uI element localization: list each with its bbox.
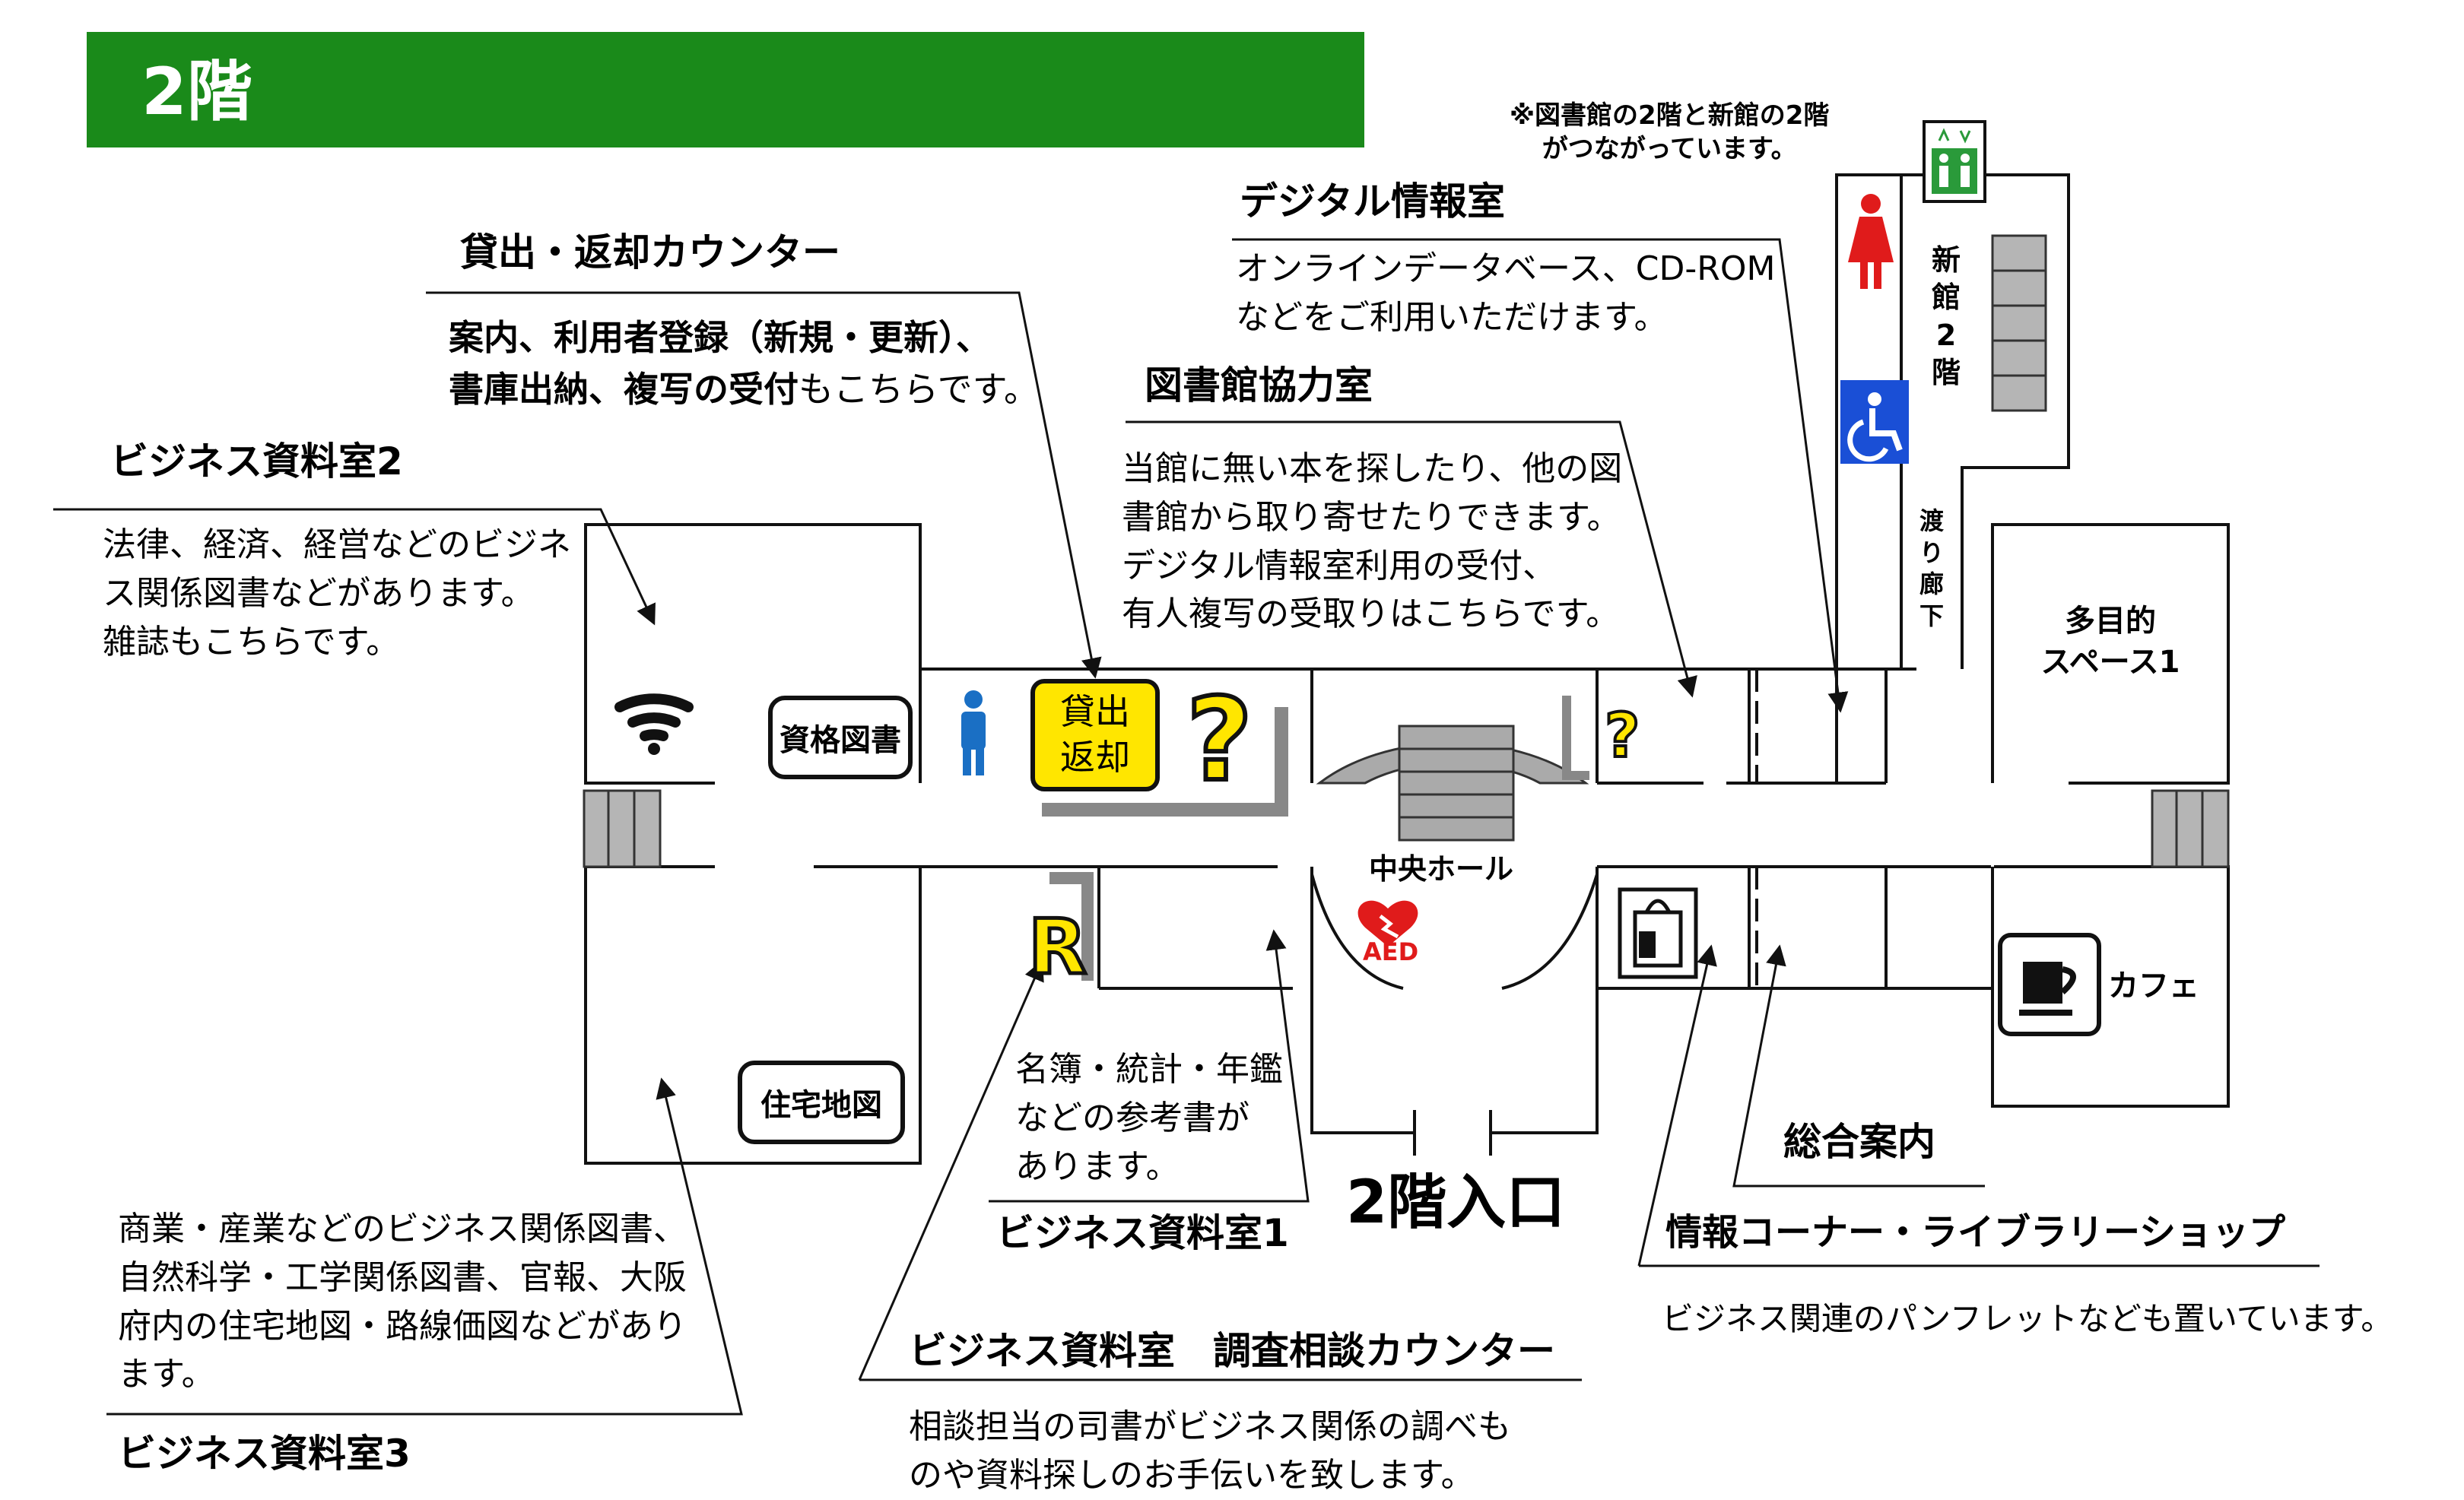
business-room-1-title: ビジネス資料室1 (996, 1211, 1289, 1255)
svg-text:R: R (1028, 902, 1087, 991)
cooperation-room-title: 図書館協力室 (1145, 363, 1373, 408)
staircase-icon (1316, 725, 1589, 842)
counter-title: 貸出・返却カウンター (460, 230, 840, 274)
business-room-3-desc: 商業・産業などのビジネス関係図書、 自然科学・工学関係図書、官報、大阪 府内の住… (118, 1210, 687, 1394)
counter-desc-line1: 案内、利用者登録（新規・更新）、 (449, 317, 991, 358)
staircase-new-building (1991, 234, 2047, 412)
reference-r-icon: R (1027, 901, 1089, 994)
wifi-icon (614, 693, 694, 755)
woman-restroom-icon (1848, 194, 1894, 289)
info-desk-title: 総合案内 (1783, 1120, 1935, 1164)
connection-note: ※図書館の2階と新館の2階 がつながっています。 (1510, 100, 1830, 165)
question-icon-small: ? (1603, 699, 1641, 772)
page-title: 2階 (141, 54, 252, 130)
business-room-2-desc: 法律、経済、経営などのビジネ ス関係図書などがあります。 雑誌もこちらです。 (103, 525, 571, 661)
coffee-icon (1998, 933, 2101, 1036)
aed-icon (1357, 900, 1418, 947)
multipurpose-space-label: 多目的 スペース1 (2040, 604, 2180, 680)
elevator-icon (1923, 120, 1986, 203)
new-building-label: 新 館 2 階 (1932, 243, 1961, 390)
digital-room-title: デジタル情報室 (1240, 179, 1505, 224)
business-room-2-title: ビジネス資料室2 (110, 439, 403, 484)
business-room-3-title: ビジネス資料室3 (118, 1432, 411, 1476)
man-restroom-icon (961, 690, 986, 775)
svg-text:?: ? (1186, 674, 1253, 807)
consult-counter-desc: 相談担当の司書がビジネス関係の調べも のや資料探しのお手伝いを致します。 (909, 1407, 1511, 1495)
license-books-sign: 資格図書 (768, 696, 913, 779)
info-corner-desc: ビジネス関連のパンフレットなども置いています。 (1662, 1300, 2393, 1337)
lend-return-sign: 貸出 返却 (1030, 679, 1160, 791)
consult-counter-title: ビジネス資料室 調査相談カウンター (909, 1329, 1555, 1373)
wall-left-top (584, 175, 1903, 785)
cooperation-room-desc: 当館に無い本を探したり、他の図 書館から取り寄せたりできます。 デジタル情報室利… (1122, 449, 1623, 634)
shop-bag-icon (1618, 887, 1698, 979)
staircase-left (583, 789, 662, 868)
question-icon: ? (1184, 672, 1255, 809)
central-hall-label: 中央ホール (1369, 852, 1514, 886)
housing-maps-sign: 住宅地図 (738, 1061, 905, 1144)
wall-left-bottom (584, 867, 922, 1165)
header-bar (87, 32, 1364, 147)
svg-text:?: ? (1605, 700, 1640, 771)
info-corner-title: 情報コーナー・ライブラリーショップ (1665, 1211, 2286, 1254)
counter-desc-line2: 書庫出納、複写の受付もこちらです。 (449, 369, 1040, 410)
aed-label: AED (1363, 937, 1419, 966)
business-room-1-desc: 名簿・統計・年鑑 などの参考書が あります。 (1015, 1050, 1283, 1186)
cafe-label: カフェ (2108, 969, 2199, 1004)
entrance-label: 2階入口 (1346, 1169, 1566, 1237)
wheelchair-icon (1840, 380, 1909, 464)
corridor-label: 渡 り 廊 下 (1919, 506, 1945, 630)
staircase-right (2151, 789, 2230, 868)
digital-room-desc: オンラインデータベース、CD-ROM などをご利用いただけます。 (1236, 249, 1776, 337)
